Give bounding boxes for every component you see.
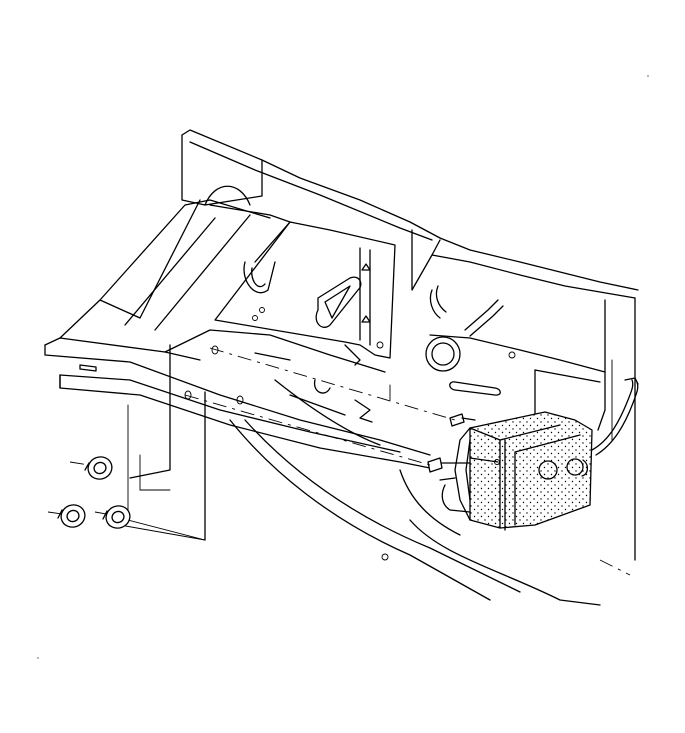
nut-3 [102,505,131,529]
module-box [427,411,593,531]
inner-fender-panel [181,129,639,576]
wire-harness [591,377,639,456]
frame-rail [44,199,431,541]
nut-2 [57,504,86,528]
mounting-bracket [214,221,396,366]
speck [37,657,39,659]
alignment-lines [47,347,456,541]
nut-1 [84,456,113,480]
wheel-arch [229,379,601,606]
speck [647,75,649,77]
